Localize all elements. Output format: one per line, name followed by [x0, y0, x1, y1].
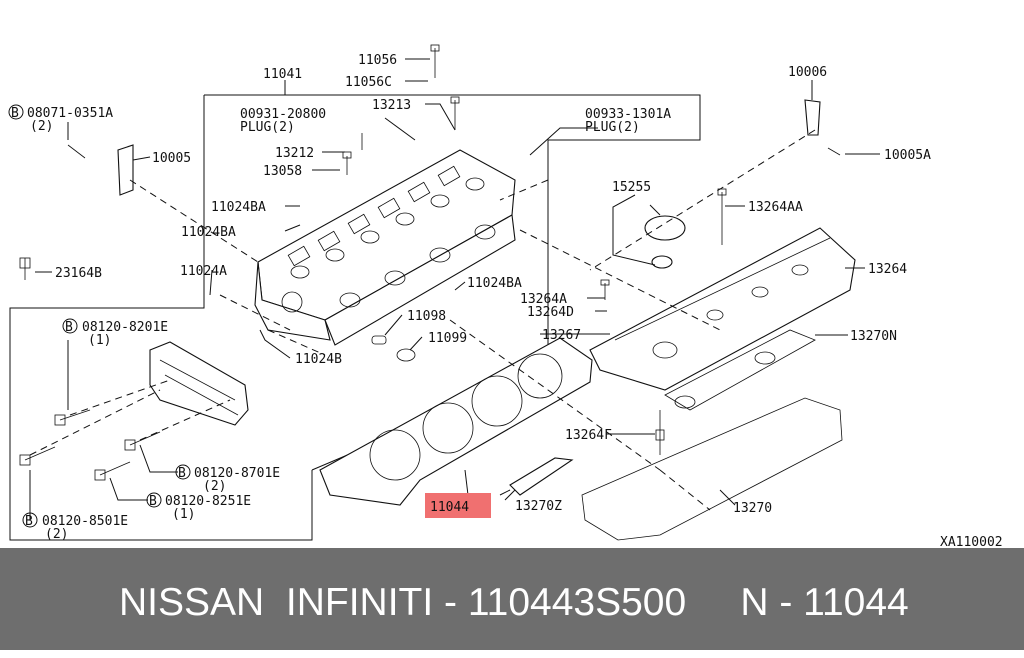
- callout-00931-20800: 00931-20800: [240, 107, 326, 122]
- callout-13264: 13264: [868, 262, 907, 277]
- callout-11056: 11056: [358, 53, 397, 68]
- bolt-marker-letter: B: [178, 466, 186, 481]
- bolt-marker-08120d: [22, 512, 38, 528]
- callout-11099: 11099: [428, 331, 467, 346]
- callout-10006: 10006: [788, 65, 827, 80]
- callout-plug-1: PLUG(2): [240, 120, 295, 135]
- sealant-tube: [499, 457, 574, 496]
- oil-filler-cap: [644, 215, 686, 269]
- callout-11024BA-3: 11024BA: [467, 276, 522, 291]
- cylinder-head: [254, 149, 516, 346]
- callout-11024A: 11024A: [180, 264, 227, 279]
- rocker-cover-gasket: [581, 329, 843, 541]
- bolt-markers: B B B B B: [8, 104, 191, 529]
- callout-11024BA-2: 11024BA: [181, 225, 236, 240]
- callout-00933-1301A: 00933-1301A: [585, 107, 671, 122]
- bolt-marker-letter: B: [25, 514, 33, 529]
- callout-08120-8701E-qty: (2): [203, 479, 226, 494]
- bolt-marker-08120a: [62, 318, 78, 334]
- callout-08120-8251E: 08120-8251E: [165, 494, 251, 509]
- highlight-box: [425, 493, 491, 518]
- callout-13264F: 13264F: [565, 428, 612, 443]
- callout-15255: 15255: [612, 180, 651, 195]
- callout-13270: 13270: [733, 501, 772, 516]
- callout-08071-qty: (2): [30, 119, 53, 134]
- footer-part-info: NISSAN INFINITI - 110443S500 N - 11044: [119, 581, 909, 624]
- callout-23164B: 23164B: [55, 266, 102, 281]
- engine-slinger-front: [117, 144, 134, 196]
- callout-08120-8501E: 08120-8501E: [42, 514, 128, 529]
- callout-plug-2: PLUG(2): [585, 120, 640, 135]
- frame-left-bracket: [9, 95, 313, 541]
- callout-13264AA: 13264AA: [748, 200, 803, 215]
- callout-13058: 13058: [263, 164, 302, 179]
- parts-diagram: B B B B B 11044 11056 11056C 11041 13213…: [8, 44, 1003, 548]
- head-gasket: [319, 337, 593, 506]
- highlight-part-number: 11044: [430, 500, 469, 515]
- callout-13270Z: 13270Z: [515, 499, 562, 514]
- bolt-marker-08120b: [175, 464, 191, 480]
- bolt-marker-08071: [8, 104, 24, 120]
- engine-slinger-rear: [804, 99, 821, 136]
- callout-labels: 11056 11056C 11041 13213 00931-20800 PLU…: [27, 53, 1003, 548]
- bolt-marker-letter: B: [11, 106, 19, 121]
- footer-banner: NISSAN INFINITI - 110443S500 N - 11044: [0, 548, 1024, 650]
- callout-13212: 13212: [275, 146, 314, 161]
- bolts: [19, 44, 841, 481]
- callout-08120-8201E-qty: (1): [88, 333, 111, 348]
- callout-08120-8701E: 08120-8701E: [194, 466, 280, 481]
- callout-11041: 11041: [263, 67, 302, 82]
- callout-11056C: 11056C: [345, 75, 392, 90]
- callout-11024B: 11024B: [295, 352, 342, 367]
- callout-10005: 10005: [152, 151, 191, 166]
- callout-13267: 13267: [542, 328, 581, 343]
- callout-08120-8251E-qty: (1): [172, 507, 195, 522]
- leader-lines: [29, 58, 880, 520]
- callout-13264A: 13264A: [520, 292, 567, 307]
- callout-11024BA-1: 11024BA: [211, 200, 266, 215]
- dashed-guides: [29, 129, 816, 511]
- callout-08120-8501E-qty: (2): [45, 527, 68, 542]
- bolt-marker-08120c: [146, 492, 162, 508]
- bolt-marker-letter: B: [65, 320, 73, 335]
- callout-10005A: 10005A: [884, 148, 931, 163]
- callout-13270N: 13270N: [850, 329, 897, 344]
- rocker-cover: [589, 227, 856, 391]
- callout-13213: 13213: [372, 98, 411, 113]
- callout-08120-8201E: 08120-8201E: [82, 320, 168, 335]
- diagram-reference-code: XA110002: [940, 535, 1003, 548]
- callout-08071-0351A: 08071-0351A: [27, 106, 113, 121]
- bolt-marker-letter: B: [149, 494, 157, 509]
- callout-11098: 11098: [407, 309, 446, 324]
- front-cover-plate: [149, 341, 249, 426]
- callout-13264D: 13264D: [527, 305, 574, 320]
- frame-cylinder-head-group: [204, 94, 701, 118]
